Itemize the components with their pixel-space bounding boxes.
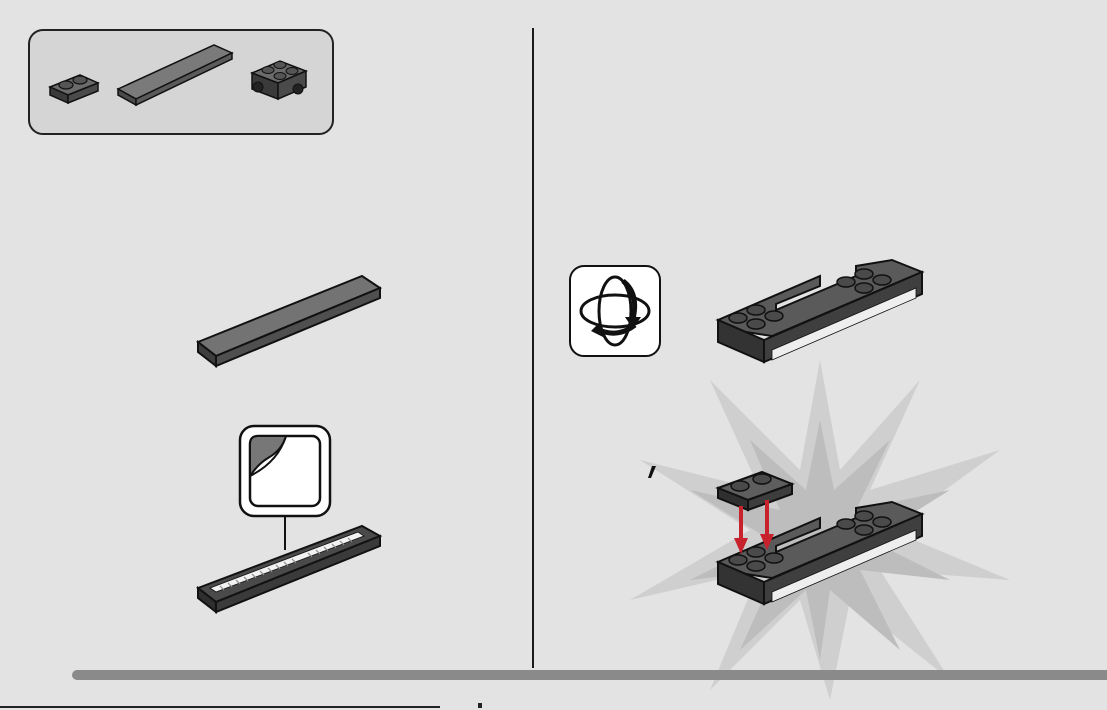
- assembly-view-top: [716, 258, 926, 368]
- red-down-arrow-icon: [760, 500, 774, 550]
- tile-with-sticker: [196, 524, 382, 614]
- sticker-peel-icon: [238, 424, 332, 518]
- bottom-tick: [478, 703, 482, 708]
- tile-plain: [196, 274, 382, 368]
- tick-mark: [648, 466, 656, 480]
- red-down-arrow-icon: [734, 506, 748, 554]
- parts-callout: [28, 29, 334, 135]
- new-plate-1x2: [716, 470, 796, 512]
- bottom-rule: [0, 706, 440, 708]
- page-footer-bar: [72, 670, 1107, 680]
- column-divider: [532, 28, 534, 668]
- rotate-model-icon: [569, 265, 661, 357]
